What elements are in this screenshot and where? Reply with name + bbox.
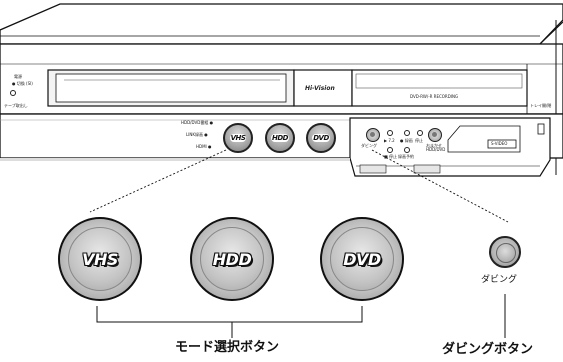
- omakase-button[interactable]: [428, 128, 442, 142]
- hdd-button-face: [200, 227, 264, 291]
- dubbing-button-label: ダビング: [481, 275, 518, 285]
- dubbing-caption: ダビングボタン: [442, 342, 534, 357]
- power-button[interactable]: [10, 90, 16, 96]
- drive-label: DVD-RW/-R RECORDING: [410, 94, 459, 99]
- device-dvd-button[interactable]: DVD: [306, 123, 336, 153]
- stop-button[interactable]: [387, 147, 393, 153]
- hdd-mode-button[interactable]: HDD: [190, 217, 274, 301]
- panel-ctrl-3: 停止: [415, 138, 423, 143]
- panel-dubbing-label: ダビング: [361, 143, 377, 148]
- power-label: 電源: [14, 74, 22, 79]
- panel-ctrl-2: ● 録画: [400, 138, 413, 143]
- panel-ctrl-4: ■ 停止: [384, 154, 398, 159]
- device-vhs-button[interactable]: VHS: [223, 123, 253, 153]
- indicator-hdd-dvd: HDD/DVD番組 ●: [181, 120, 214, 125]
- play-button[interactable]: [387, 130, 393, 136]
- device-hdd-button[interactable]: HDD: [265, 123, 295, 153]
- panel-ctrl-1: ▶ 7.2: [384, 138, 395, 143]
- indicator-link: LINK録画 ●: [186, 132, 208, 137]
- dubbing-button[interactable]: [489, 236, 521, 268]
- dvd-mode-button[interactable]: DVD: [320, 217, 404, 301]
- vhs-button-face: [68, 227, 132, 291]
- indicator-hdmi: HDMI ●: [196, 144, 212, 149]
- panel-ctrl-5: 録画予約: [398, 154, 414, 159]
- hdd-button-label: HDD: [212, 249, 252, 269]
- mode-select-caption: モード選択ボタン: [175, 340, 280, 355]
- vhs-mode-button[interactable]: VHS: [58, 217, 142, 301]
- eject-disc-label: トレイ開/閉: [530, 103, 552, 108]
- timer-button[interactable]: [404, 147, 410, 153]
- vhs-button-label: VHS: [82, 249, 118, 269]
- eject-tape-label: テープ取出し: [4, 103, 28, 108]
- panel-ctrl-6: おまかせ HDD/DVD: [426, 143, 446, 153]
- panel-port-tag: S-VIDEO: [491, 141, 508, 146]
- stop-top-button[interactable]: [417, 130, 423, 136]
- device-dubbing-button[interactable]: [366, 128, 380, 142]
- dvd-button-label: DVD: [343, 249, 381, 269]
- hivision-logo: Hi-Vision: [305, 85, 335, 92]
- power-sub-label: ● 切換 (SI): [12, 81, 33, 86]
- device-vhs-label: VHS: [229, 134, 247, 142]
- record-button[interactable]: [404, 130, 410, 136]
- device-dvd-label: DVD: [312, 134, 330, 142]
- dvd-button-face: [330, 227, 394, 291]
- device-hdd-label: HDD: [271, 134, 289, 142]
